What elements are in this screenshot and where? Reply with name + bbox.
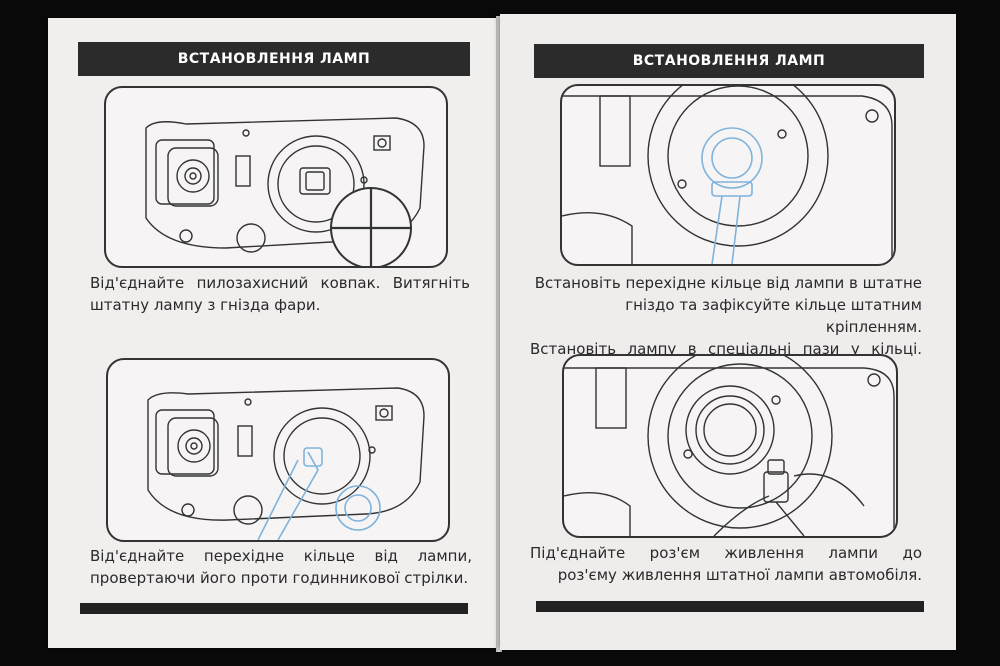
left-page-header: ВСТАНОВЛЕННЯ ЛАМП	[78, 42, 470, 76]
step4-line2: роз'єму живлення штатної лампи автомобіл…	[557, 566, 922, 584]
illustration-remove-dust-cap	[104, 86, 448, 268]
step3-line2: провертаючи його проти годинникової стрі…	[90, 569, 469, 587]
headlight-drawing-3	[147, 387, 425, 540]
illustration-install-adapter-ring	[560, 84, 896, 266]
right-footer-bar	[536, 601, 924, 612]
step3-line1: Від'єднайте перехідне кільце від лампи,	[90, 547, 472, 565]
page-fold	[496, 16, 502, 652]
step1-line2: штатну лампу з гнізда фари.	[90, 296, 321, 314]
left-footer-bar	[80, 603, 468, 614]
illustration-remove-adapter-ring	[106, 358, 450, 542]
step2-line1: Встановіть перехідне кільце від лампи в …	[534, 274, 922, 292]
right-header-title: ВСТАНОВЛЕННЯ ЛАМП	[632, 53, 826, 69]
step2-caption: Встановіть перехідне кільце від лампи в …	[530, 272, 922, 360]
step4-caption: Під'єднайте роз'єм живлення лампи до роз…	[530, 542, 922, 586]
headlight-drawing-4	[564, 356, 895, 536]
left-page: ВСТАНОВЛЕННЯ ЛАМП	[48, 18, 498, 648]
step4-line1: Під'єднайте роз'єм живлення лампи до	[530, 544, 922, 562]
step1-line1: Від'єднайте пилозахисний ковпак. Витягні…	[90, 274, 470, 292]
left-header-title: ВСТАНОВЛЕННЯ ЛАМП	[177, 51, 371, 67]
right-page-header: ВСТАНОВЛЕННЯ ЛАМП	[534, 44, 924, 78]
step1-caption: Від'єднайте пилозахисний ковпак. Витягні…	[90, 272, 470, 316]
right-page: ВСТАНОВЛЕННЯ ЛАМП Встановіть перех	[500, 14, 956, 650]
step2-line3: Встановіть лампу в спеціальні пази у кіл…	[530, 340, 922, 358]
illustration-connect-power	[562, 354, 898, 538]
step3-caption: Від'єднайте перехідне кільце від лампи, …	[90, 545, 472, 589]
step2-line2: гніздо та зафіксуйте кільце штатним кріп…	[625, 296, 922, 336]
headlight-drawing-1	[145, 117, 425, 266]
headlight-drawing-2	[562, 86, 893, 264]
